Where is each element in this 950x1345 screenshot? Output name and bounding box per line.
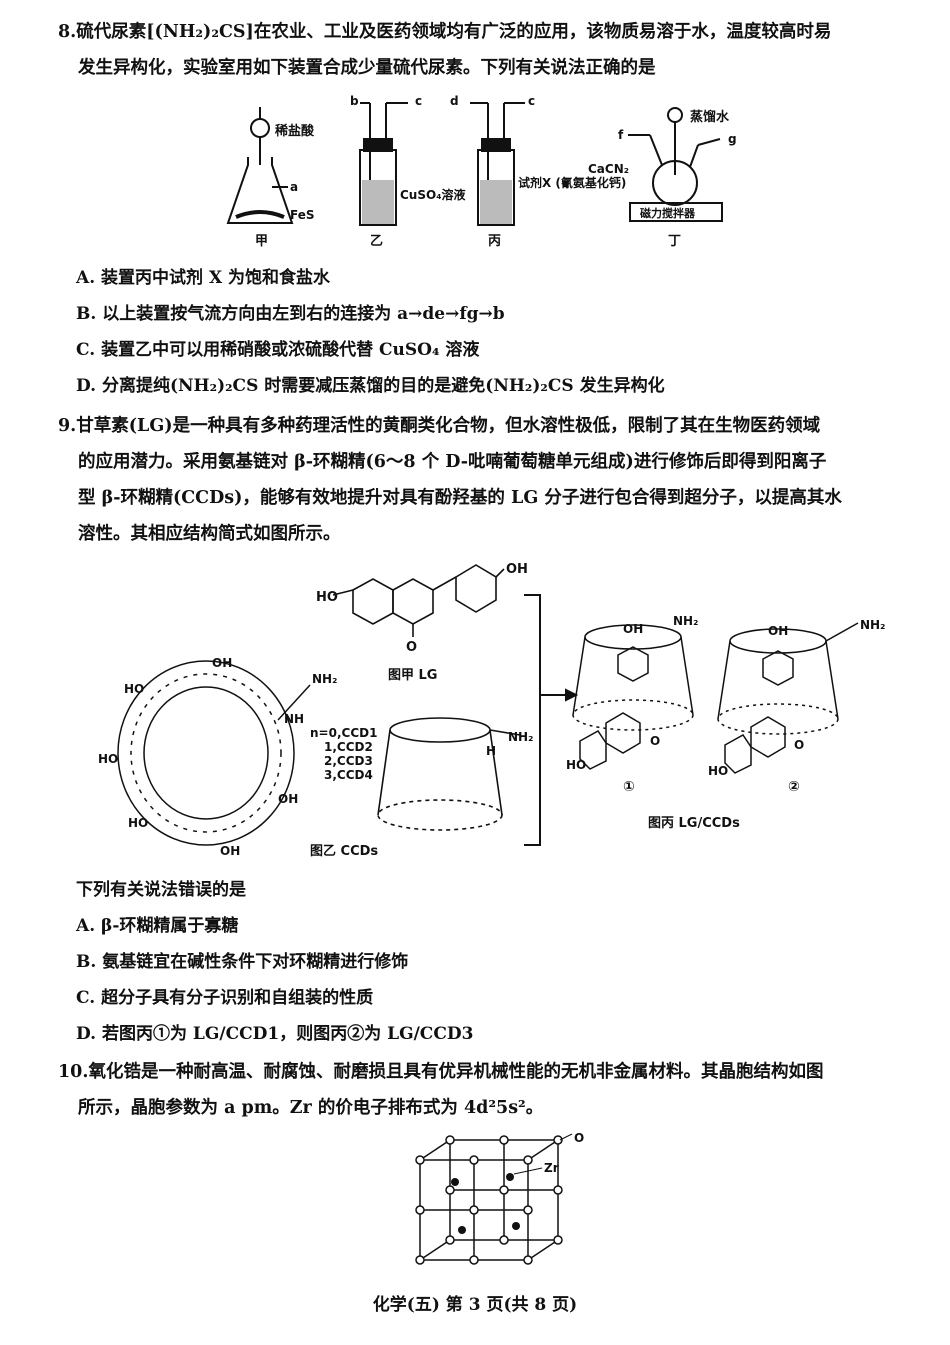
q10-stem-line2: 所示，晶胞参数为 a pm。Zr 的价电子排布式为 4d²5s²。 (78, 1098, 544, 1118)
cone-nh2: NH₂ (508, 730, 533, 744)
ding-port-f: f (618, 128, 624, 142)
lg-o: O (406, 640, 417, 655)
ding-stirrer: 磁力搅拌器 (640, 206, 696, 220)
jia-reagent1: 稀盐酸 (275, 123, 315, 139)
lg-ho: HO (316, 590, 338, 605)
bing-caption: 图丙 LG/CCDs (648, 816, 740, 831)
cone-h: H (486, 744, 496, 758)
complex2-o: O (794, 738, 804, 752)
q9-number: 9. (58, 416, 77, 436)
q10-stem: 10.氧化锆是一种耐高温、耐腐蚀、耐磨损且具有优异机械性能的无机非金属材料。其晶… (58, 1054, 908, 1126)
ring-nh2: NH₂ (312, 672, 337, 686)
q8-stem: 8.硫代尿素[(NH₂)₂CS]在农业、工业及医药领域均有广泛的应用，该物质易溶… (58, 14, 908, 86)
q9-stem-line2: 的应用潜力。采用氨基链对 β-环糊精(6～8 个 D-吡喃葡萄糖单元组成)进行修… (78, 452, 827, 472)
q10-stem-line1: 氧化锆是一种耐高温、耐腐蚀、耐磨损且具有优异机械性能的无机非金属材料。其晶胞结构… (88, 1062, 824, 1082)
complex-1 (572, 624, 694, 770)
q9-stem-line4: 溶性。其相应结构简式如图所示。 (78, 524, 341, 544)
page-footer: 化学(五) 第 3 页(共 8 页) (372, 1295, 578, 1315)
jia-port: a (290, 180, 298, 194)
q9-option-c: C. 超分子具有分子识别和自组装的性质 (76, 988, 374, 1008)
complex-2 (717, 622, 859, 774)
ring-ho-3: HO (128, 816, 148, 830)
n-value-2: 1,CCD2 (324, 740, 373, 754)
q8-stem-line1: 硫代尿素[(NH₂)₂CS]在农业、工业及医药领域均有广泛的应用，该物质易溶于水… (76, 22, 832, 42)
complex1-marker: ① (623, 779, 635, 795)
bing-solution: 试剂X (氰氨基化钙) (518, 175, 626, 190)
ccd-cone (377, 717, 521, 831)
ring-nh: NH (284, 712, 304, 726)
complex1-oh: OH (623, 622, 643, 636)
q9-question: 下列有关说法错误的是 (76, 880, 246, 900)
yi-label: 乙 (370, 234, 383, 249)
q9-option-b: B. 氨基链宜在碱性条件下对环糊精进行修饰 (76, 952, 409, 972)
q9-stem-line3: 型 β-环糊精(CCDs)，能够有效地提升对具有酚羟基的 LG 分子进行包合得到… (78, 488, 842, 508)
ding-label: 丁 (668, 234, 681, 249)
bing-port-d: d (450, 95, 459, 108)
q8-number: 8. (58, 22, 77, 42)
yi-port-c: c (415, 95, 422, 108)
complex2-ho: HO (708, 764, 728, 778)
cyclodextrin-ring (117, 660, 295, 846)
ding-port-g: g (728, 132, 737, 146)
ding-reagent1: 蒸馏水 (690, 109, 730, 125)
q8-option-b: B. 以上装置按气流方向由左到右的连接为 a→de→fg→b (76, 304, 505, 324)
jia-reagent2: FeS (290, 208, 315, 222)
complex2-oh: OH (768, 624, 788, 638)
yi-caption: 图乙 CCDs (310, 844, 378, 859)
bing-label: 丙 (488, 234, 501, 249)
n-value-4: 3,CCD4 (324, 768, 373, 782)
q9-option-d: D. 若图丙①为 LG/CCD1，则图丙②为 LG/CCD3 (76, 1024, 474, 1044)
bing-port-c: c (528, 95, 535, 108)
q9-option-a: A. β-环糊精属于寡糖 (76, 916, 239, 936)
complex2-nh2: NH₂ (860, 618, 885, 632)
cell-label-o: O (574, 1132, 584, 1145)
apparatus-bing (470, 102, 525, 226)
q8-apparatus-figure: 稀盐酸 a FeS 甲 b c CuSO₄溶液 乙 d c 试剂X (氰氨基化钙… (226, 95, 737, 249)
yi-solution: CuSO₄溶液 (400, 187, 465, 202)
apparatus-jia (226, 107, 294, 224)
reaction-bracket (524, 594, 579, 846)
complex1-o: O (650, 734, 660, 748)
lg-oh: OH (506, 562, 528, 577)
q8-option-c: C. 装置乙中可以用稀硝酸或浓硫酸代替 CuSO₄ 溶液 (76, 340, 480, 360)
q10-crystal-cell-figure: O Zr (415, 1132, 584, 1265)
q8-option-d: D. 分离提纯(NH₂)₂CS 时需要减压蒸馏的目的是避免(NH₂)₂CS 发生… (76, 376, 665, 396)
n-value-3: 2,CCD3 (324, 754, 373, 768)
q8-stem-line2: 发生异构化，实验室用如下装置合成少量硫代尿素。下列有关说法正确的是 (78, 58, 656, 78)
complex1-ho: HO (566, 758, 586, 772)
ring-oh-2: OH (278, 792, 298, 806)
q9-stem: 9.甘草素(LG)是一种具有多种药理活性的黄酮类化合物，但水溶性极低，限制了其在… (58, 408, 908, 552)
lg-structure (332, 564, 505, 637)
jia-label: 甲 (255, 234, 268, 249)
n-value-1: n=0,CCD1 (310, 726, 377, 740)
complex2-marker: ② (788, 779, 800, 795)
apparatus-yi (359, 102, 408, 226)
q8-option-a: A. 装置丙中试剂 X 为饱和食盐水 (76, 268, 331, 288)
ring-ho-1: HO (124, 682, 144, 696)
cell-label-zr: Zr (544, 1161, 559, 1175)
jia-caption: 图甲 LG (388, 668, 437, 683)
q9-stem-line1: 甘草素(LG)是一种具有多种药理活性的黄酮类化合物，但水溶性极低，限制了其在生物… (76, 416, 821, 436)
yi-port-b: b (350, 95, 359, 108)
ding-reagent2: CaCN₂ (588, 162, 629, 176)
complex1-nh2: NH₂ (673, 614, 698, 628)
ring-oh-1: OH (212, 656, 232, 670)
q10-number: 10. (58, 1062, 89, 1082)
q9-structure-figure: HO OH O 图甲 LG HO HO HO OH OH OH NH₂ NH 图… (98, 562, 885, 859)
ring-oh-3: OH (220, 844, 240, 858)
ring-ho-2: HO (98, 752, 118, 766)
apparatus-ding (628, 107, 723, 222)
